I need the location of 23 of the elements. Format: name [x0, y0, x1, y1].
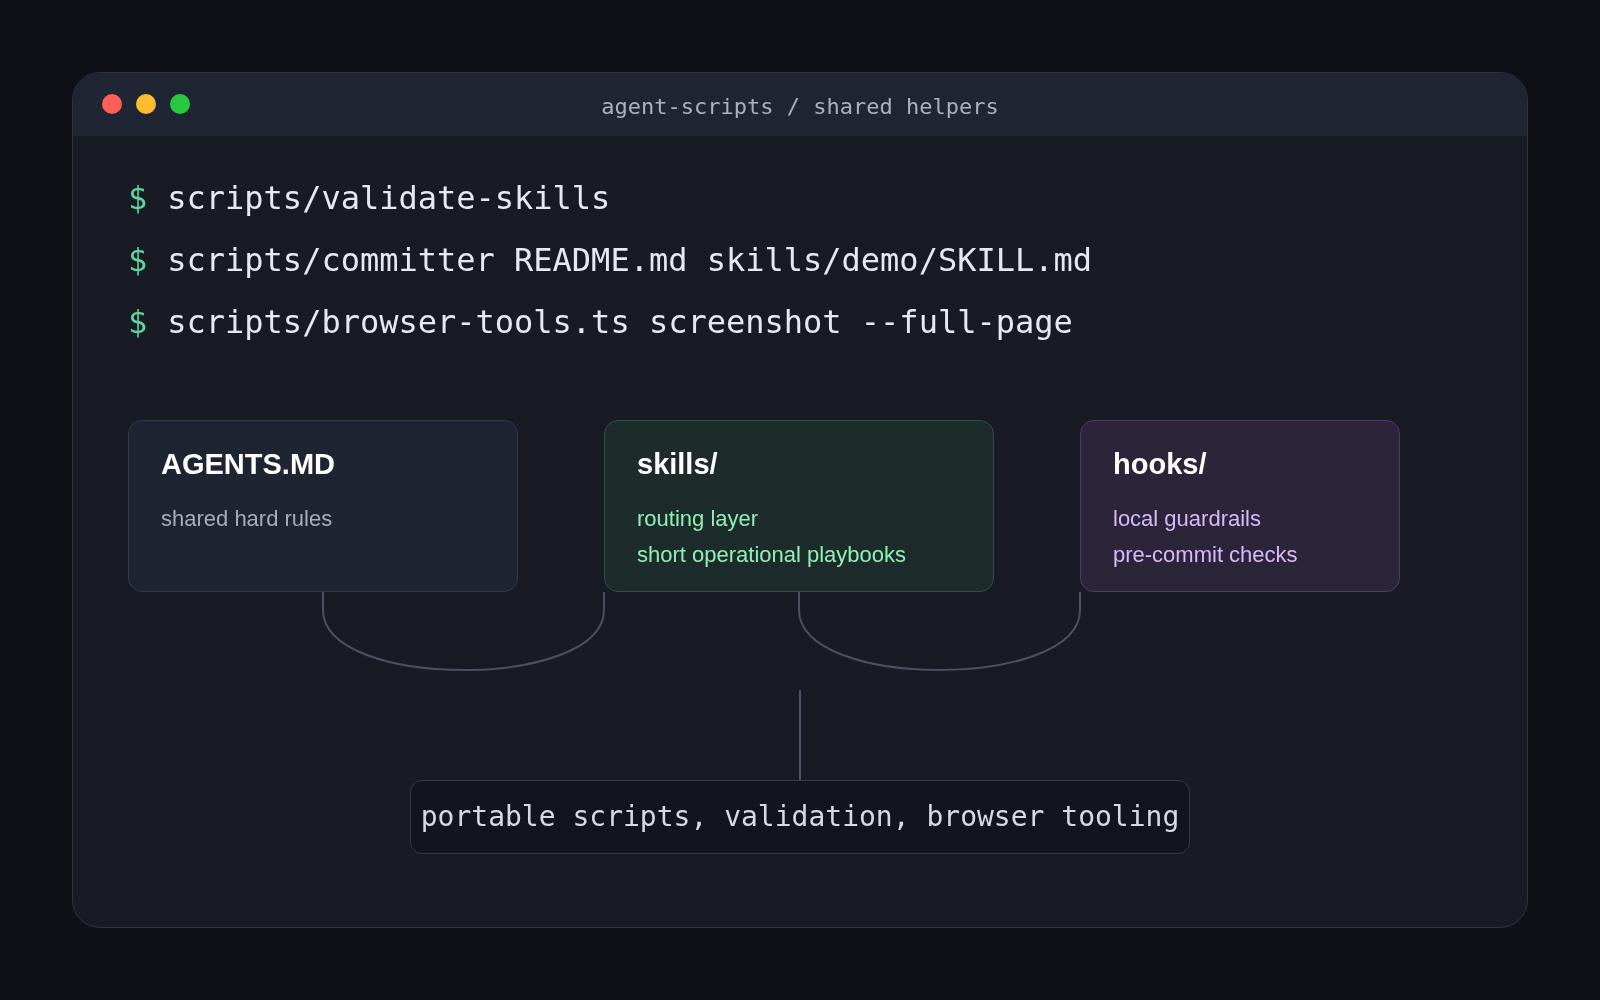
connector-line: [798, 591, 1081, 671]
card-heading: hooks/: [1113, 447, 1208, 482]
connector-line: [322, 591, 605, 671]
info-card: [604, 420, 994, 592]
prompt-symbol: $: [128, 182, 148, 214]
card-description: short operational playbooks: [637, 540, 908, 569]
command-text: scripts/committer README.md skills/demo/SKILL.md: [167, 244, 1092, 276]
output-box: [410, 780, 1190, 854]
prompt-symbol: $: [128, 244, 148, 276]
card-description: pre-commit checks: [1113, 540, 1299, 569]
card-description: routing layer: [637, 504, 760, 533]
command-text: scripts/validate-skills: [167, 182, 611, 214]
card-heading: skills/: [637, 447, 719, 482]
window-title: agent-scripts / shared helpers: [601, 93, 999, 121]
card-description: shared hard rules: [161, 504, 334, 533]
info-card: [128, 420, 518, 592]
prompt-symbol: $: [128, 306, 148, 338]
card-heading: AGENTS.MD: [161, 447, 336, 482]
connector-line: [799, 689, 801, 781]
output-text: portable scripts, validation, browser tooling: [420, 799, 1180, 835]
card-description: local guardrails: [1113, 504, 1262, 533]
command-text: scripts/browser-tools.ts screenshot --full-page: [167, 306, 1073, 338]
info-card: [1080, 420, 1400, 592]
